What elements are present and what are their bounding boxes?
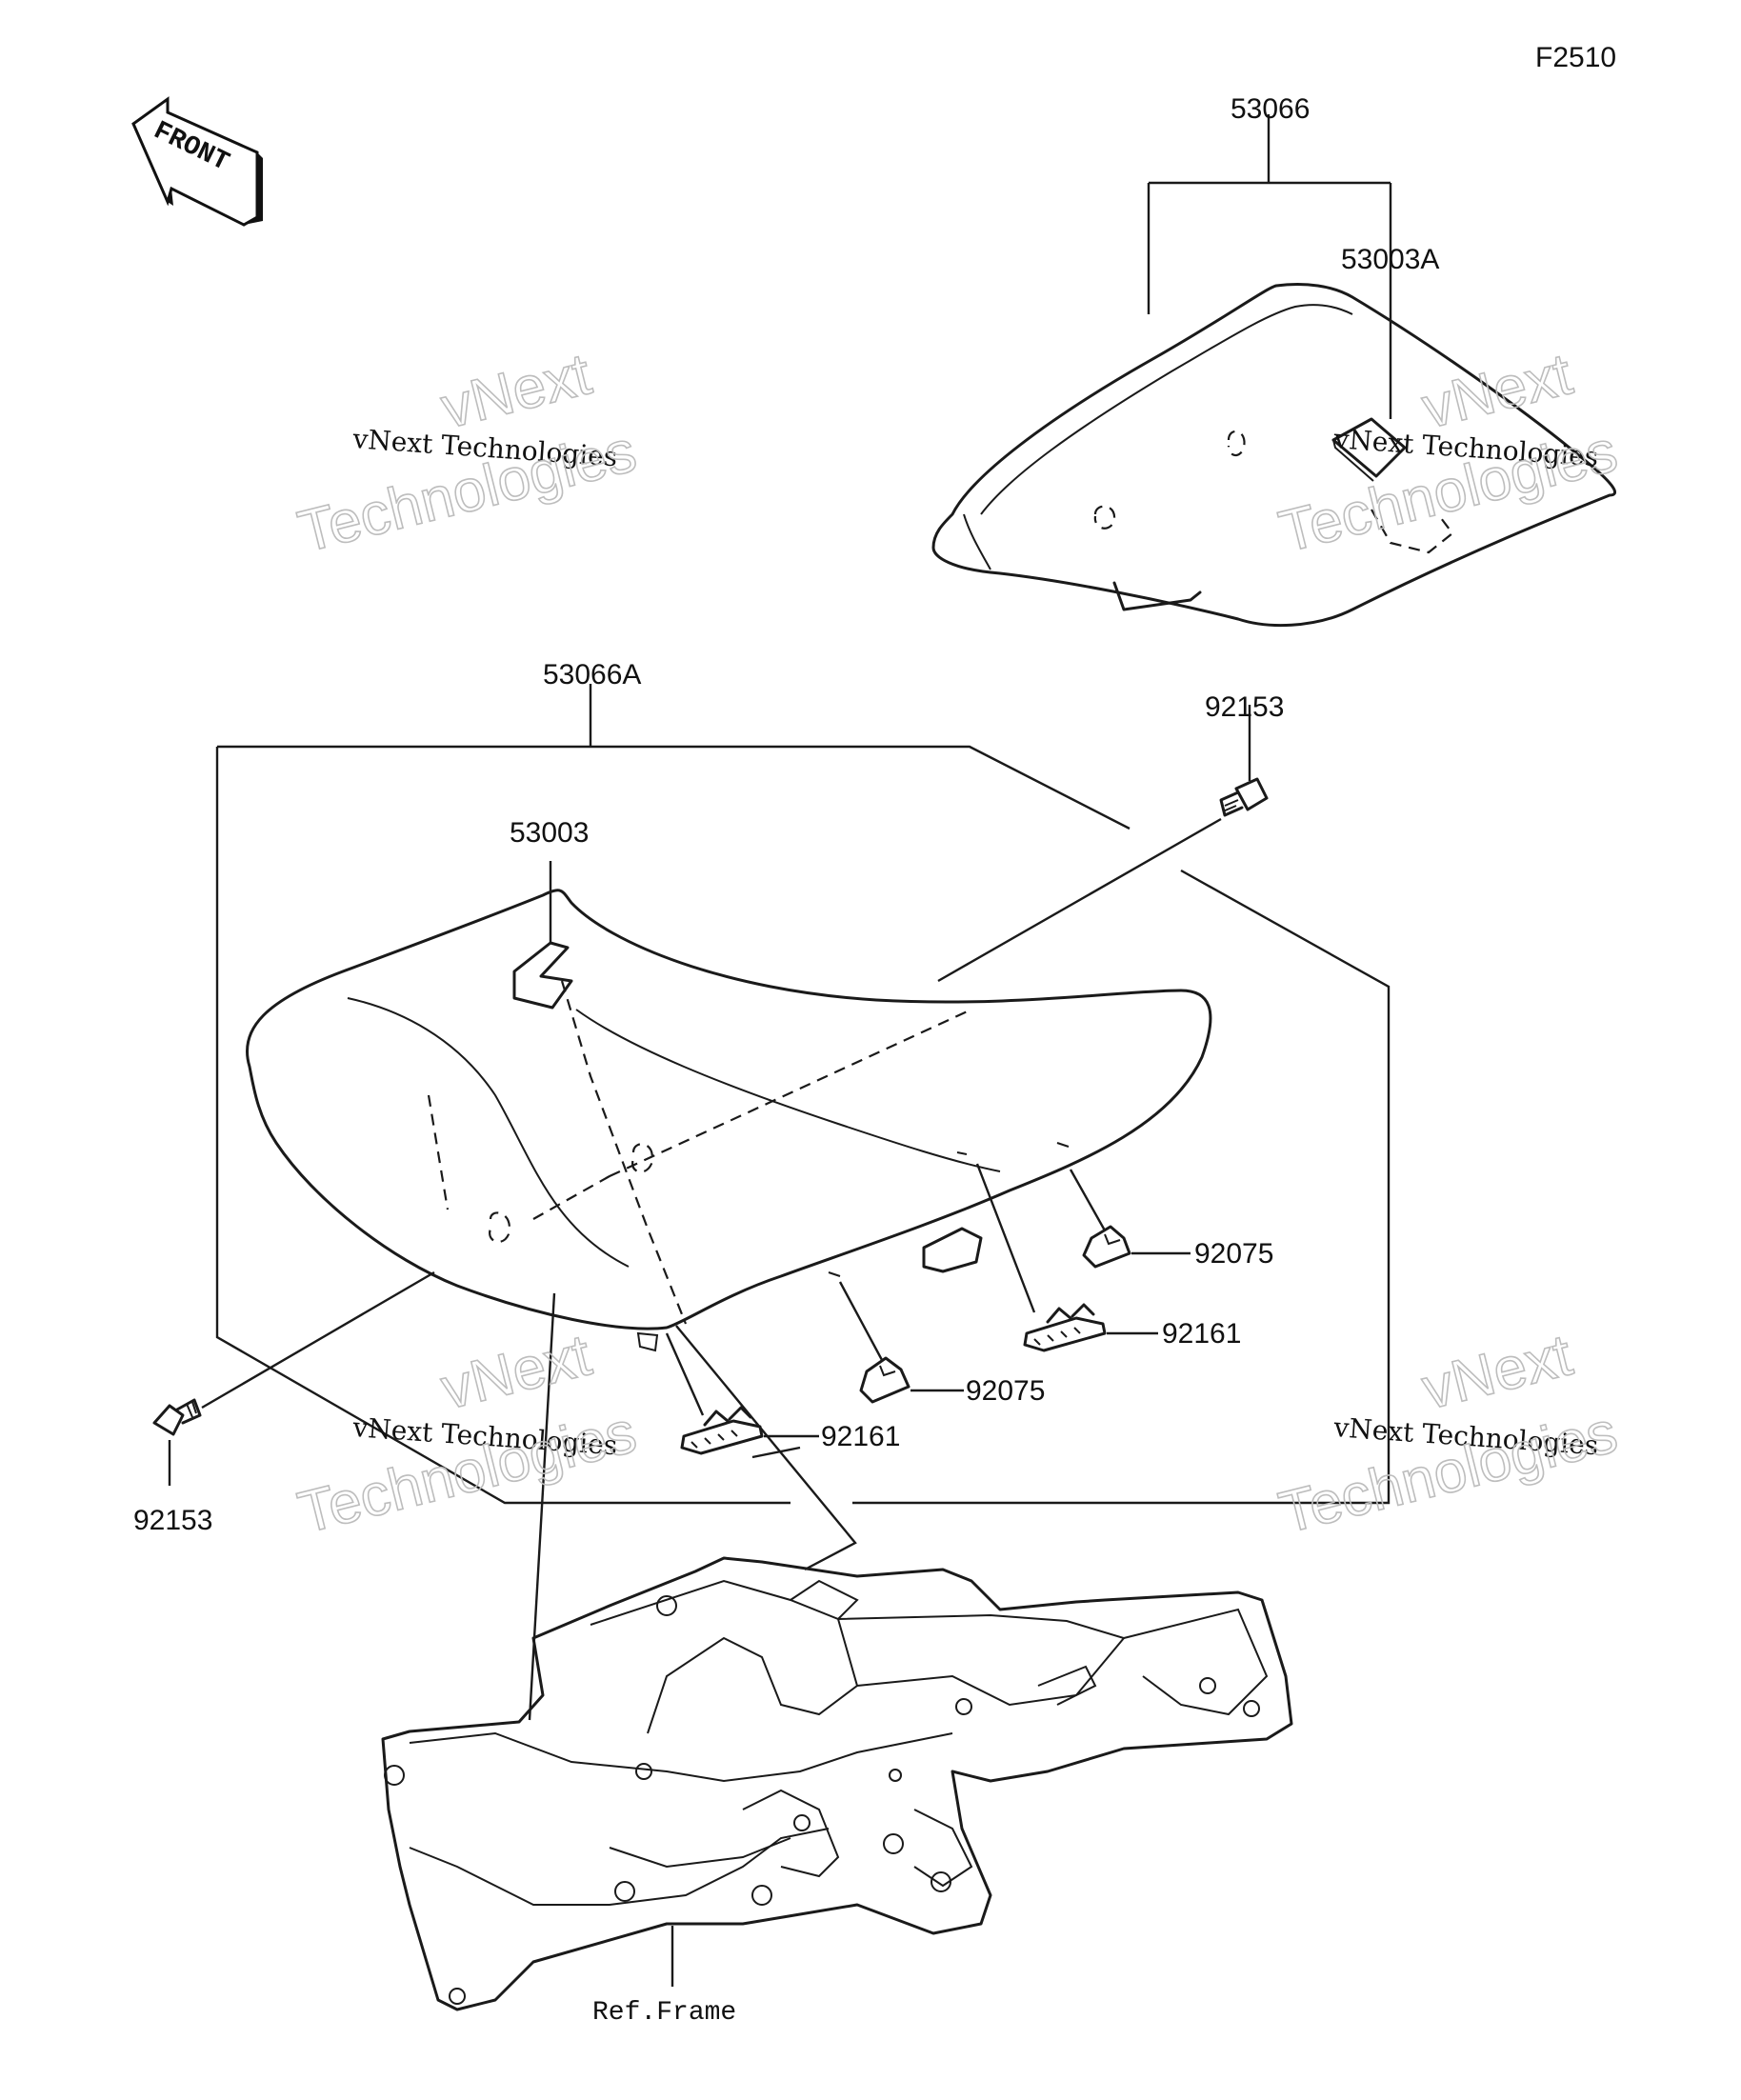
leader-92161-right bbox=[975, 1163, 1158, 1335]
leader-92161-mid bbox=[665, 1332, 819, 1438]
leader-53066A bbox=[215, 684, 1391, 1505]
part-label-53003A: 53003A bbox=[1341, 244, 1439, 275]
part-label-92161-right: 92161 bbox=[1162, 1318, 1241, 1350]
clip-92161-right bbox=[1023, 1303, 1107, 1352]
part-label-53003: 53003 bbox=[510, 817, 589, 849]
part-label-92075-right: 92075 bbox=[1194, 1238, 1273, 1270]
watermark-3: vNext Technologies vNext Technologies bbox=[291, 1321, 643, 1547]
part-label-53066: 53066 bbox=[1231, 93, 1310, 125]
part-label-92153-top: 92153 bbox=[1205, 691, 1284, 723]
watermark-4: vNext Technologies vNext Technologies bbox=[1272, 1321, 1624, 1547]
sub-frame bbox=[381, 1556, 1293, 2011]
leader-92153-top bbox=[937, 705, 1251, 983]
svg-text:vNext: vNext bbox=[1416, 1322, 1578, 1422]
svg-text:vNext: vNext bbox=[435, 341, 597, 441]
svg-text:vNext: vNext bbox=[1416, 341, 1578, 441]
bolt-92153-bottom bbox=[152, 1398, 202, 1436]
main-seat-53003 bbox=[245, 889, 1212, 1352]
clip-92161-mid bbox=[680, 1406, 764, 1455]
part-label-92075-mid: 92075 bbox=[966, 1375, 1045, 1407]
watermark-1: vNext Technologies vNext Technologies bbox=[291, 340, 643, 566]
part-label-92153-bottom: 92153 bbox=[133, 1505, 212, 1536]
part-label-53066A: 53066A bbox=[543, 659, 641, 690]
svg-text:vNext: vNext bbox=[435, 1322, 597, 1422]
part-label-92161-mid: 92161 bbox=[821, 1421, 900, 1452]
watermark-2: vNext Technologies vNext Technologies bbox=[1272, 340, 1624, 566]
leader-92153-bottom bbox=[168, 1270, 435, 1486]
reference-label: Ref.Frame bbox=[592, 1998, 736, 2028]
rear-seat-53066 bbox=[931, 283, 1617, 628]
damper-92075-right bbox=[1082, 1225, 1131, 1269]
damper-92075-mid bbox=[859, 1356, 911, 1404]
figure-code: F2510 bbox=[1535, 42, 1616, 73]
leader-53066 bbox=[1147, 114, 1392, 419]
leader-92075-right bbox=[1069, 1169, 1191, 1255]
bolt-92153-top bbox=[1219, 777, 1269, 817]
frame-connector-lines bbox=[528, 1292, 857, 1721]
leader-92075-mid bbox=[838, 1281, 964, 1392]
front-direction-arrow-icon: FRONT bbox=[131, 96, 263, 227]
